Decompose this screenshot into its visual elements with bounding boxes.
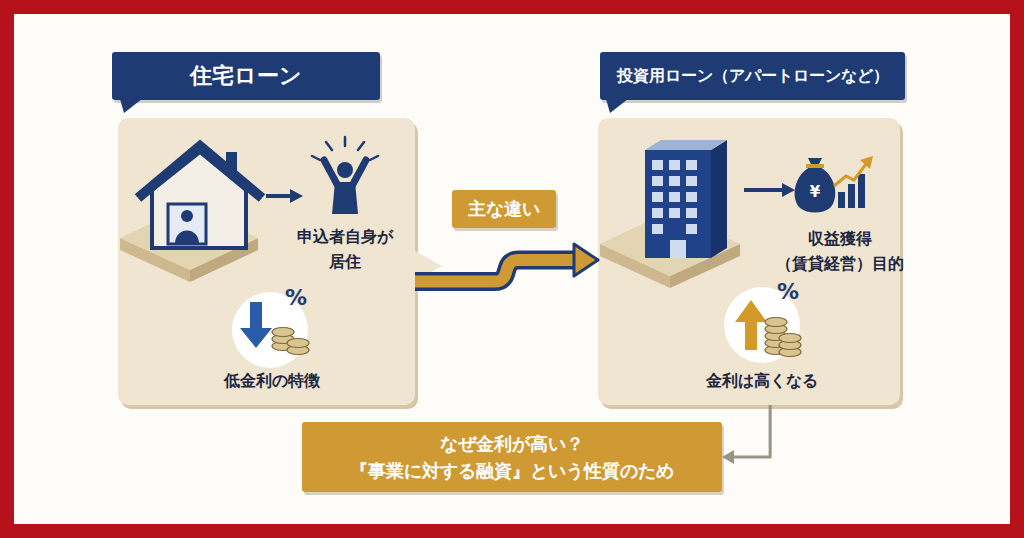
platform-top [120,206,258,270]
connector-line [732,405,771,457]
flow-arrow-line [744,188,783,192]
icon-circle [724,287,800,363]
window [669,208,680,218]
up-arrow [735,300,767,350]
heading-tab: 住宅ローン [112,52,380,100]
panel-note: 低金利の特徴 [192,368,352,393]
window [652,208,663,218]
panel-note: 金利は高くなる [682,368,842,393]
coin [779,341,801,350]
coin [765,339,787,348]
building-door [670,240,686,258]
window [669,176,680,186]
platform-side [190,238,258,282]
reason-text: なぜ金利が高い？ 『事業に対する融資』という性質のため [312,430,712,484]
flow-arrow-line [266,194,291,198]
flow-arrow-head [290,189,303,203]
house-roof [138,146,262,198]
difference-badge: 主な違い [452,190,556,228]
house-wall [152,152,246,248]
connector-line [415,260,579,282]
building-side [711,140,727,258]
window [652,176,663,186]
tab-tail [606,99,628,113]
badge-text: 主な違い [462,197,546,221]
down-arrow [240,302,272,348]
building-roof [645,140,727,150]
reason-connector [722,405,770,464]
joy-ray [344,137,347,146]
panel-notch [413,250,442,282]
person-body [332,182,358,214]
window [652,192,663,202]
coin [765,318,787,327]
joy-ray [312,156,320,160]
resident-body [175,231,199,245]
joy-ray [326,142,332,150]
resident-head [181,210,193,222]
chart-bar [848,184,855,208]
window [686,160,697,170]
person-arm [324,160,338,186]
window [686,192,697,202]
person-arm [352,160,366,186]
coin [765,325,787,334]
panel-heading: 投資用ローン（アパートローンなど） [617,66,889,87]
chart-bar [858,174,865,208]
flow-arrow-head [782,183,795,197]
coin [287,339,309,348]
window [652,160,663,170]
window [669,192,680,202]
platform-side [670,244,740,288]
panel-heading: 住宅ローン [190,61,302,91]
window [652,224,663,234]
window [686,224,697,234]
joy-ray [358,142,364,150]
coin [287,346,309,355]
growth-line [834,164,866,186]
connector-line [415,260,579,282]
loan-panel: 投資用ローン（アパートローンなど）収益獲得 （賃貸経営）目的金利は高くなる [598,118,900,405]
difference-arrow [415,244,598,282]
platform-side [120,238,190,282]
panel-note: 収益獲得 （賃貸経営）目的 [760,226,920,276]
window [669,160,680,170]
arrow-head [574,244,598,276]
house-chimney [226,152,237,178]
heading-tab: 投資用ローン（アパートローンなど） [600,52,905,100]
coin [779,334,801,343]
joy-ray [370,156,378,160]
person-head [337,162,353,178]
icon-circle [232,292,308,368]
house-window [168,204,206,244]
coin [779,348,801,357]
money-bag [795,158,836,213]
window [686,176,697,186]
arrow-head [722,450,734,464]
money-bag-tie [806,164,824,168]
reason-box: なぜ金利が高い？ 『事業に対する融資』という性質のため [302,422,722,492]
chart-bar [838,192,845,208]
loan-panel: 住宅ローン申込者自身が 居住低金利の特徴 [118,118,415,405]
coin [272,335,294,344]
panel-note: 申込者自身が 居住 [270,224,420,274]
coin [272,342,294,351]
window [686,208,697,218]
tab-tail [120,99,142,113]
coin [765,332,787,341]
growth-arrow-head [860,156,873,169]
coin [765,346,787,355]
platform-top [600,212,740,276]
building-front [645,150,711,258]
building-windows [652,160,697,258]
platform-side [600,244,670,288]
coin [272,328,294,337]
